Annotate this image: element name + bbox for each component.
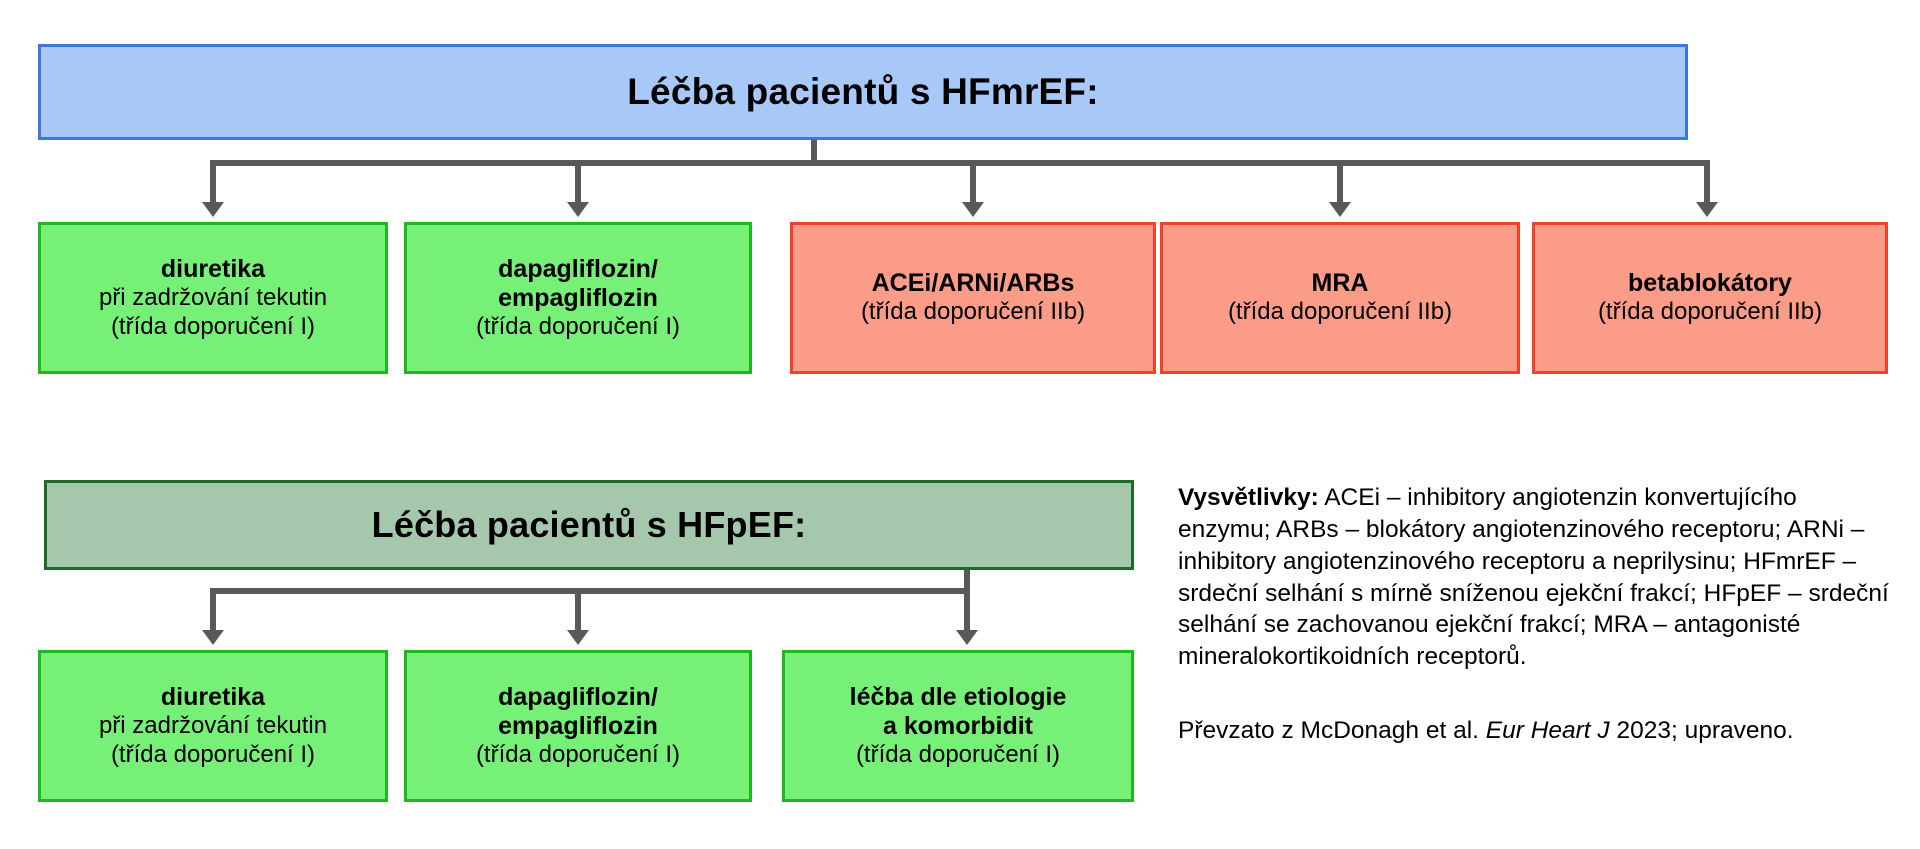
- arrow-down-icon-7: [567, 630, 589, 645]
- connector-drop-1: [210, 160, 216, 204]
- box-title: betablokátory: [1628, 269, 1792, 298]
- connector-drop-5: [1704, 160, 1710, 204]
- source-journal: Eur Heart J: [1485, 717, 1610, 745]
- arrow-down-icon-3: [962, 202, 984, 217]
- box-class-line: (třída doporučení IIb): [860, 298, 1086, 326]
- arrow-down-icon-6: [202, 630, 224, 645]
- box-title-2: empagliflozin: [498, 711, 658, 740]
- treatment-box-hfmref-betablokatory[interactable]: betablokátory (třída doporučení IIb): [1532, 222, 1888, 374]
- box-subtitle: při zadržování tekutin: [98, 711, 328, 739]
- box-title: MRA: [1311, 269, 1369, 298]
- connector-drop-6: [210, 588, 216, 632]
- connector-drop-4: [1337, 160, 1343, 204]
- legend-body: ACEi – inhibitory angiotenzin konvertují…: [1178, 484, 1889, 671]
- treatment-box-hfmref-acei[interactable]: ACEi/ARNi/ARBs (třída doporučení IIb): [790, 222, 1156, 374]
- box-title: dapagliflozin/: [498, 682, 658, 711]
- legend-source: Převzato z McDonagh et al. Eur Heart J 2…: [1178, 715, 1890, 747]
- treatment-box-hfmref-mra[interactable]: MRA (třída doporučení IIb): [1160, 222, 1520, 374]
- box-title-2: a komorbidit: [882, 711, 1033, 740]
- connector-drop-7: [575, 588, 581, 632]
- connector-drop-3: [970, 160, 976, 204]
- box-title: ACEi/ARNi/ARBs: [871, 269, 1075, 298]
- box-class-line: (třída doporučení IIb): [1597, 298, 1823, 326]
- treatment-box-hfpef-gliflozin[interactable]: dapagliflozin/ empagliflozin (třída dopo…: [404, 650, 752, 802]
- box-class-line: (třída doporučení I): [475, 740, 681, 768]
- connector-bus-hfpef: [210, 588, 970, 594]
- box-title: dapagliflozin/: [498, 254, 658, 283]
- connector-stem-hfmref: [811, 140, 817, 164]
- box-title-2: empagliflozin: [498, 283, 658, 312]
- legend-label: Vysvětlivky:: [1178, 484, 1319, 511]
- box-class-line: (třída doporučení I): [855, 740, 1061, 768]
- box-class-line: (třída doporučení I): [475, 312, 681, 340]
- arrow-down-icon-8: [956, 630, 978, 645]
- box-title: léčba dle etiologie: [849, 682, 1067, 711]
- connector-bus-hfmref: [210, 160, 1710, 166]
- box-class-line: (třída doporučení I): [110, 312, 316, 340]
- header-hfpef: Léčba pacientů s HFpEF:: [44, 480, 1134, 570]
- box-subtitle: při zadržování tekutin: [98, 283, 328, 311]
- header-hfmref: Léčba pacientů s HFmrEF:: [38, 44, 1688, 140]
- box-title: diuretika: [160, 682, 266, 711]
- source-prefix: Převzato z McDonagh et al.: [1178, 717, 1486, 745]
- arrow-down-icon-2: [567, 202, 589, 217]
- treatment-box-hfmref-gliflozin[interactable]: dapagliflozin/ empagliflozin (třída dopo…: [404, 222, 752, 374]
- connector-drop-8: [964, 570, 970, 632]
- source-suffix: 2023; upraveno.: [1609, 717, 1794, 745]
- treatment-box-hfpef-diuretika[interactable]: diuretika při zadržování tekutin (třída …: [38, 650, 388, 802]
- box-title: diuretika: [160, 254, 266, 283]
- box-class-line: (třída doporučení I): [110, 740, 316, 768]
- legend-block: Vysvětlivky: ACEi – inhibitory angiotenz…: [1178, 482, 1890, 747]
- connector-drop-2: [575, 160, 581, 204]
- arrow-down-icon-5: [1696, 202, 1718, 217]
- box-class-line: (třída doporučení IIb): [1227, 298, 1453, 326]
- treatment-box-hfpef-etiologie[interactable]: léčba dle etiologie a komorbidit (třída …: [782, 650, 1134, 802]
- arrow-down-icon-4: [1329, 202, 1351, 217]
- treatment-box-hfmref-diuretika[interactable]: diuretika při zadržování tekutin (třída …: [38, 222, 388, 374]
- arrow-down-icon-1: [202, 202, 224, 217]
